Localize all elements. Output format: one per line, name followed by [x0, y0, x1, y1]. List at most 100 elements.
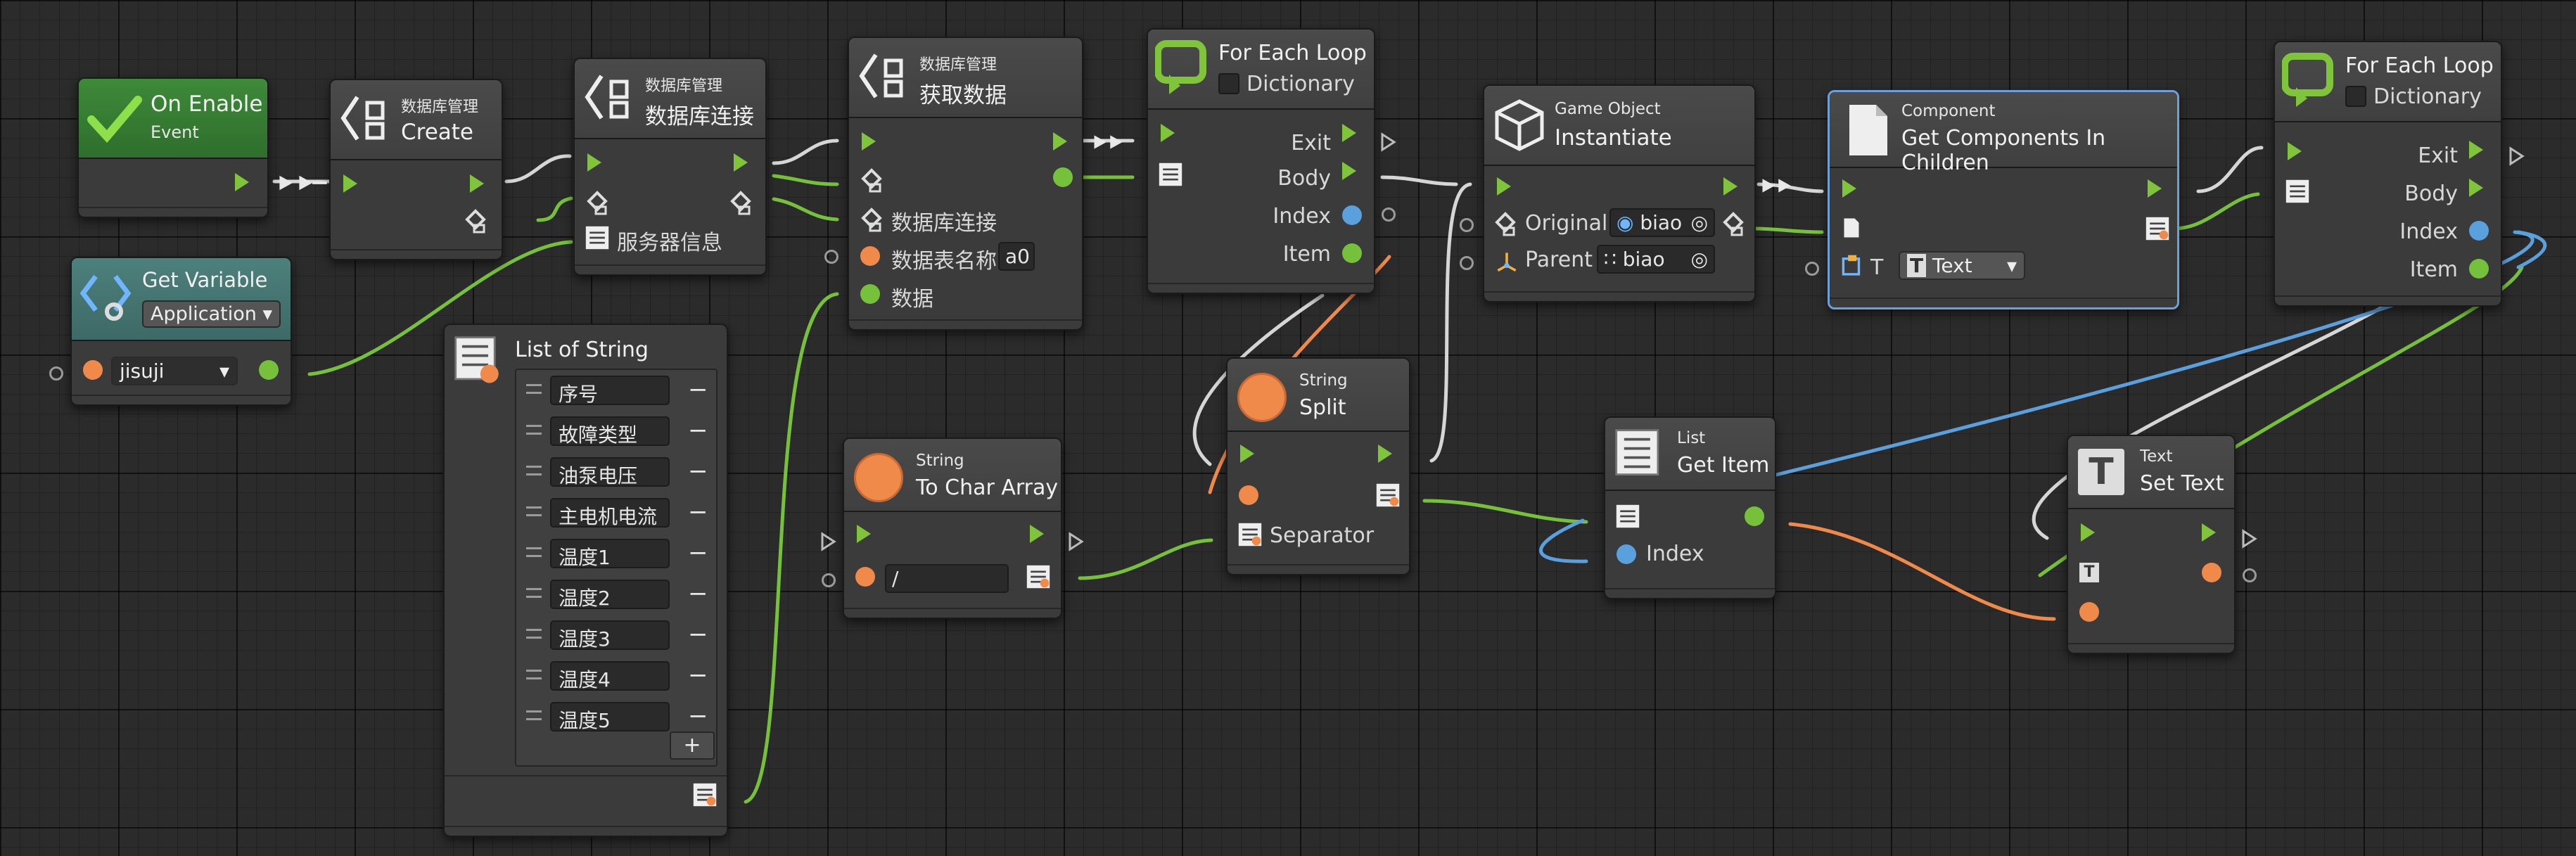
variable-name-dropdown[interactable]: jisuji ▾: [111, 357, 238, 385]
body-output-port[interactable]: [2469, 179, 2483, 197]
list-item-value[interactable]: 序号: [550, 376, 670, 406]
string-list[interactable]: 序号− 故障类型− 油泵电压− 主电机电流− 温度1− 温度2− 温度3− 温度…: [515, 369, 718, 767]
unconnected-port-ring[interactable]: [1460, 218, 1474, 232]
drag-handle-icon[interactable]: [526, 670, 542, 679]
dictionary-checkbox[interactable]: [2345, 86, 2366, 107]
string-output-port[interactable]: [2202, 563, 2221, 582]
remove-item-button[interactable]: −: [688, 539, 708, 567]
parent-field[interactable]: ∷ biao ◎: [1597, 245, 1715, 274]
table-name-field[interactable]: a0: [998, 242, 1035, 271]
control-input-port[interactable]: [2081, 523, 2095, 542]
variable-kind-dropdown[interactable]: Application ▾: [142, 300, 281, 328]
node-instantiate[interactable]: Game Object Instantiate Original ◉ biao …: [1483, 84, 1756, 302]
drag-handle-icon[interactable]: [526, 466, 542, 475]
control-input-port[interactable]: [2288, 142, 2302, 160]
node-on-enable[interactable]: On Enable Event: [77, 77, 269, 218]
item-output-port[interactable]: [1745, 506, 1764, 526]
index-output-port[interactable]: [2469, 221, 2489, 241]
control-output-port[interactable]: [235, 173, 249, 191]
control-output-port[interactable]: [2148, 179, 2162, 198]
list-item-value[interactable]: 温度5: [550, 702, 670, 732]
char-input-field[interactable]: /: [885, 564, 1009, 593]
data-output-port[interactable]: [1053, 167, 1073, 187]
drag-handle-icon[interactable]: [526, 547, 542, 557]
list-item-value[interactable]: 温度2: [550, 580, 670, 610]
unconnected-port-ring[interactable]: [49, 366, 63, 381]
unconnected-port-ring[interactable]: [2243, 568, 2257, 582]
list-item[interactable]: 温度2−: [516, 574, 719, 615]
list-item-value[interactable]: 故障类型: [550, 416, 670, 447]
remove-item-button[interactable]: −: [688, 620, 708, 649]
control-output-port[interactable]: [734, 153, 748, 172]
list-item[interactable]: 油泵电压−: [516, 452, 719, 492]
node-get-variable[interactable]: Get Variable Application ▾ jisuji ▾: [70, 257, 292, 406]
target-picker-icon[interactable]: ◎: [1690, 248, 1708, 271]
data-input-port[interactable]: [860, 284, 880, 304]
node-string-split[interactable]: String Split Separator: [1226, 357, 1410, 575]
remove-item-button[interactable]: −: [688, 457, 708, 485]
exit-output-port[interactable]: [2469, 141, 2483, 159]
control-output-port[interactable]: [1723, 177, 1737, 196]
remove-item-button[interactable]: −: [688, 661, 708, 689]
node-db-connect[interactable]: 数据库管理 数据库连接 服务器信息: [573, 58, 767, 276]
string-input-port[interactable]: [855, 567, 875, 587]
table-name-input-port[interactable]: [860, 246, 880, 266]
control-input-port[interactable]: [1497, 177, 1511, 196]
list-item-value[interactable]: 温度4: [550, 661, 670, 691]
control-input-port[interactable]: [587, 153, 601, 172]
control-output-port[interactable]: [2202, 523, 2216, 542]
index-output-port[interactable]: [1342, 205, 1362, 225]
drag-handle-icon[interactable]: [526, 384, 542, 394]
original-field[interactable]: ◉ biao ◎: [1609, 208, 1715, 237]
control-input-port[interactable]: [343, 174, 357, 193]
list-item[interactable]: 温度1−: [516, 533, 719, 574]
node-for-each-loop-2[interactable]: For Each Loop Dictionary Exit Body Index…: [2274, 41, 2502, 307]
control-input-port[interactable]: [1842, 179, 1856, 198]
drag-handle-icon[interactable]: [526, 425, 542, 435]
unconnected-port-ring[interactable]: [1805, 262, 1819, 276]
drag-handle-icon[interactable]: [526, 710, 542, 720]
body-output-port[interactable]: [1342, 162, 1356, 180]
list-item-value[interactable]: 主电机电流: [550, 498, 670, 528]
unconnected-port-ring[interactable]: [1460, 256, 1474, 270]
control-input-port[interactable]: [857, 525, 871, 543]
type-dropdown[interactable]: T Text ▾: [1899, 251, 2025, 280]
list-item[interactable]: 温度5−: [516, 696, 719, 737]
remove-item-button[interactable]: −: [688, 416, 708, 445]
list-item-value[interactable]: 温度1: [550, 539, 670, 569]
node-list-of-string[interactable]: List of String 序号− 故障类型− 油泵电压− 主电机电流− 温度…: [443, 324, 728, 837]
value-input-port[interactable]: [2079, 602, 2099, 622]
add-item-button[interactable]: +: [670, 732, 715, 760]
node-db-create[interactable]: 数据库管理 Create: [329, 79, 503, 260]
name-input-port[interactable]: [83, 360, 103, 380]
unconnected-port-ring[interactable]: [824, 250, 839, 264]
item-output-port[interactable]: [1342, 243, 1362, 263]
node-to-char-array[interactable]: String To Char Array /: [843, 437, 1062, 619]
control-output-port[interactable]: [1378, 445, 1392, 463]
control-input-port[interactable]: [1240, 445, 1254, 463]
remove-item-button[interactable]: −: [688, 376, 708, 404]
node-for-each-loop-1[interactable]: For Each Loop Dictionary Exit Body Index…: [1147, 28, 1375, 294]
node-get-components-in-children[interactable]: Component Get Components In Children T T…: [1828, 90, 2179, 309]
string-input-port[interactable]: [1239, 485, 1258, 505]
list-item[interactable]: 温度4−: [516, 656, 719, 696]
index-passthrough-ring[interactable]: [1382, 207, 1396, 222]
list-item-value[interactable]: 温度3: [550, 620, 670, 651]
control-input-port[interactable]: [1161, 124, 1175, 142]
control-output-port[interactable]: [1053, 132, 1067, 151]
control-output-port[interactable]: [1030, 525, 1044, 543]
dictionary-checkbox[interactable]: [1218, 73, 1239, 94]
list-item-value[interactable]: 油泵电压: [550, 457, 670, 487]
target-picker-icon[interactable]: ◎: [1690, 211, 1708, 234]
node-set-text[interactable]: T Text Set Text T: [2067, 435, 2236, 654]
remove-item-button[interactable]: −: [688, 580, 708, 608]
remove-item-button[interactable]: −: [688, 498, 708, 526]
list-item[interactable]: 主电机电流−: [516, 492, 719, 533]
remove-item-button[interactable]: −: [688, 702, 708, 730]
item-output-port[interactable]: [2469, 259, 2489, 279]
list-item[interactable]: 序号−: [516, 370, 719, 411]
node-db-fetch[interactable]: 数据库管理 获取数据 数据库连接 数据表名称 a0 数据: [848, 37, 1083, 331]
list-item[interactable]: 温度3−: [516, 615, 719, 656]
drag-handle-icon[interactable]: [526, 506, 542, 516]
control-input-port[interactable]: [862, 132, 876, 151]
